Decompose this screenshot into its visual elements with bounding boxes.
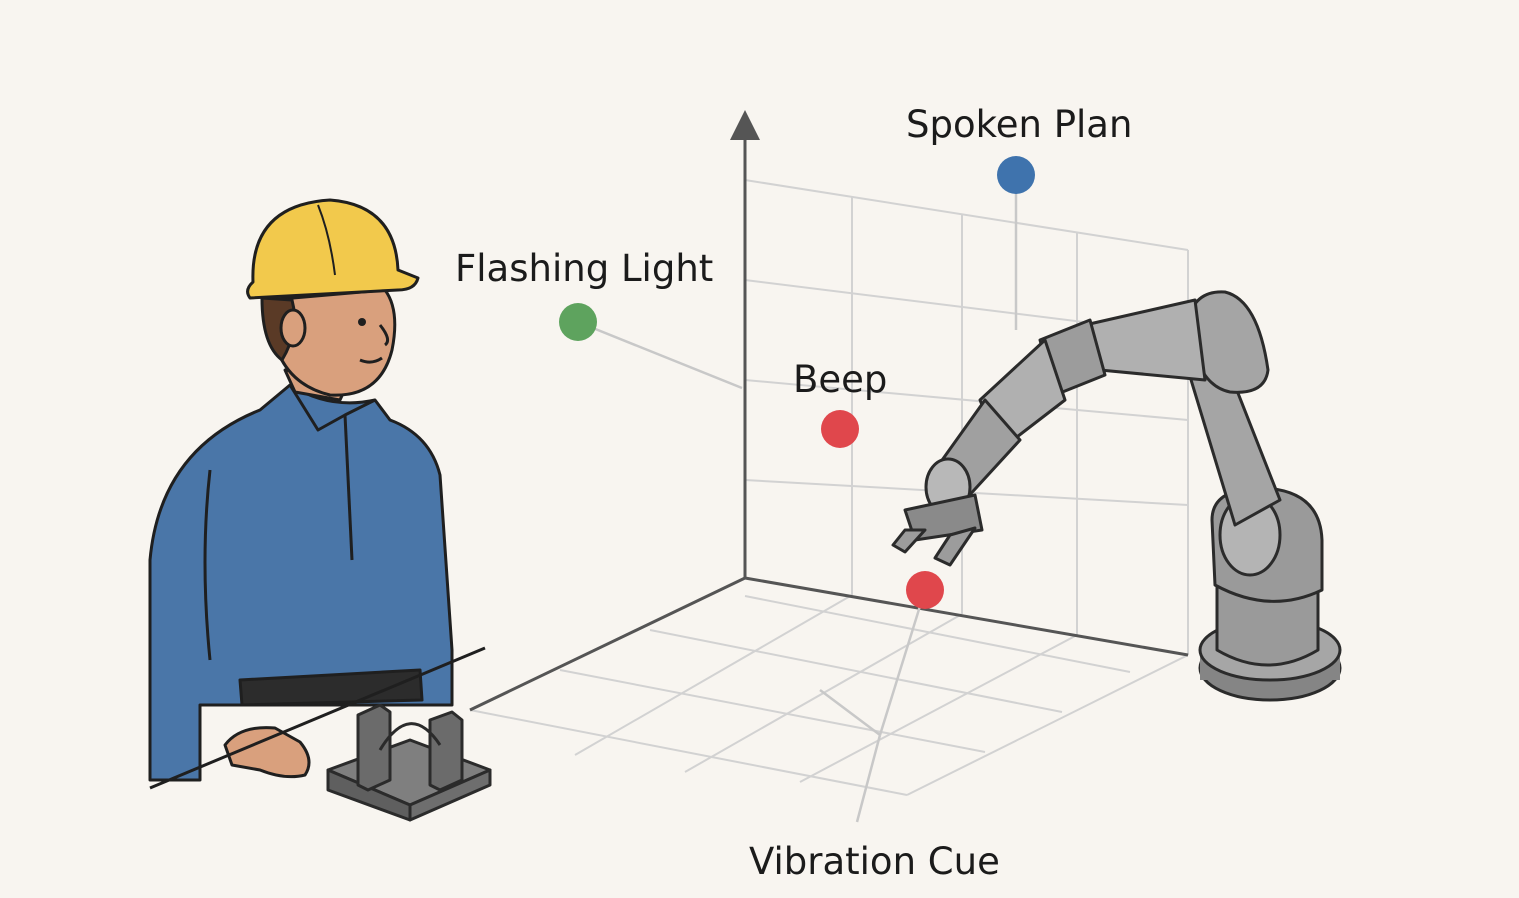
vibration-cue-label: Vibration Cue <box>749 840 1000 883</box>
flashing-light-dot <box>559 303 597 341</box>
beep-label: Beep <box>793 358 888 401</box>
axis-arrow-icon <box>730 110 760 140</box>
workpiece <box>326 703 492 822</box>
axes <box>469 135 1189 712</box>
vibration-cue-dot <box>906 571 944 609</box>
spoken-plan-dot <box>997 156 1035 194</box>
flashing-light-label: Flashing Light <box>455 247 714 290</box>
workbench-edge <box>149 646 486 790</box>
beep-dot <box>821 410 859 448</box>
leader-lines <box>577 176 1018 823</box>
worker <box>148 198 454 782</box>
robot-arm <box>891 290 1342 702</box>
spoken-plan-label: Spoken Plan <box>906 103 1133 146</box>
